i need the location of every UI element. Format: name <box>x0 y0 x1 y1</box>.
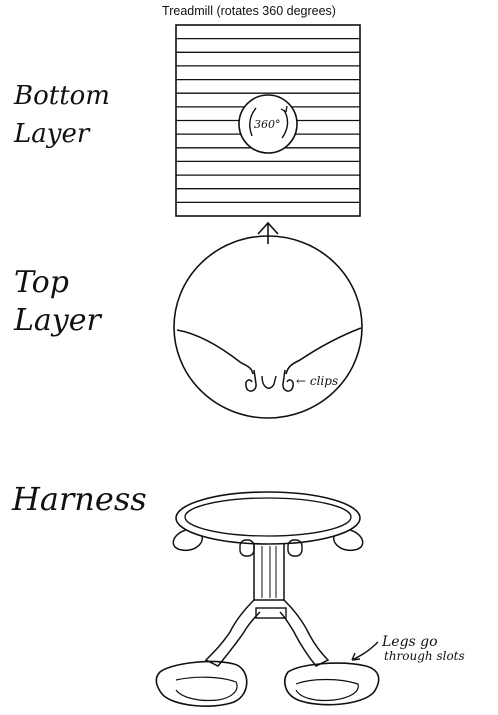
harness-torso-strap <box>254 544 284 600</box>
harness-loop-right <box>334 530 363 550</box>
up-arrow-icon <box>258 223 278 244</box>
top-layer-disk: ← clips <box>174 236 362 418</box>
clip-right <box>283 370 293 391</box>
harness: Legs go through slots <box>156 492 464 706</box>
leg-loop-right <box>285 663 379 705</box>
treadmill: 360° <box>176 25 360 216</box>
label-top-line2: Layer <box>13 303 103 338</box>
label-top-line1: Top <box>14 265 69 300</box>
label-bottom-line1: Bottom <box>13 81 110 111</box>
clips-label: ← clips <box>296 374 338 388</box>
leg-loop-left-inner <box>176 677 237 700</box>
clip-center <box>262 376 276 388</box>
annotation-line2: through slots <box>384 649 465 663</box>
clip-left <box>246 370 256 391</box>
harness-strap-right <box>280 600 328 666</box>
label-bottom-line2: Layer <box>13 119 91 149</box>
strap-right <box>286 328 361 374</box>
strap-left <box>177 330 253 374</box>
rotation-label: 360° <box>254 118 281 131</box>
harness-strap-left <box>206 600 260 666</box>
annotation-line1: Legs go <box>381 634 438 650</box>
label-harness: Harness <box>11 480 147 518</box>
top-layer-circle <box>174 236 362 418</box>
leg-loop-right-inner <box>296 680 358 701</box>
harness-ring-inner <box>185 498 351 536</box>
harness-buckle-left <box>240 540 254 556</box>
leg-loop-left <box>156 662 246 707</box>
annotation-arrow-icon <box>352 642 378 660</box>
harness-loop-left <box>173 530 202 550</box>
